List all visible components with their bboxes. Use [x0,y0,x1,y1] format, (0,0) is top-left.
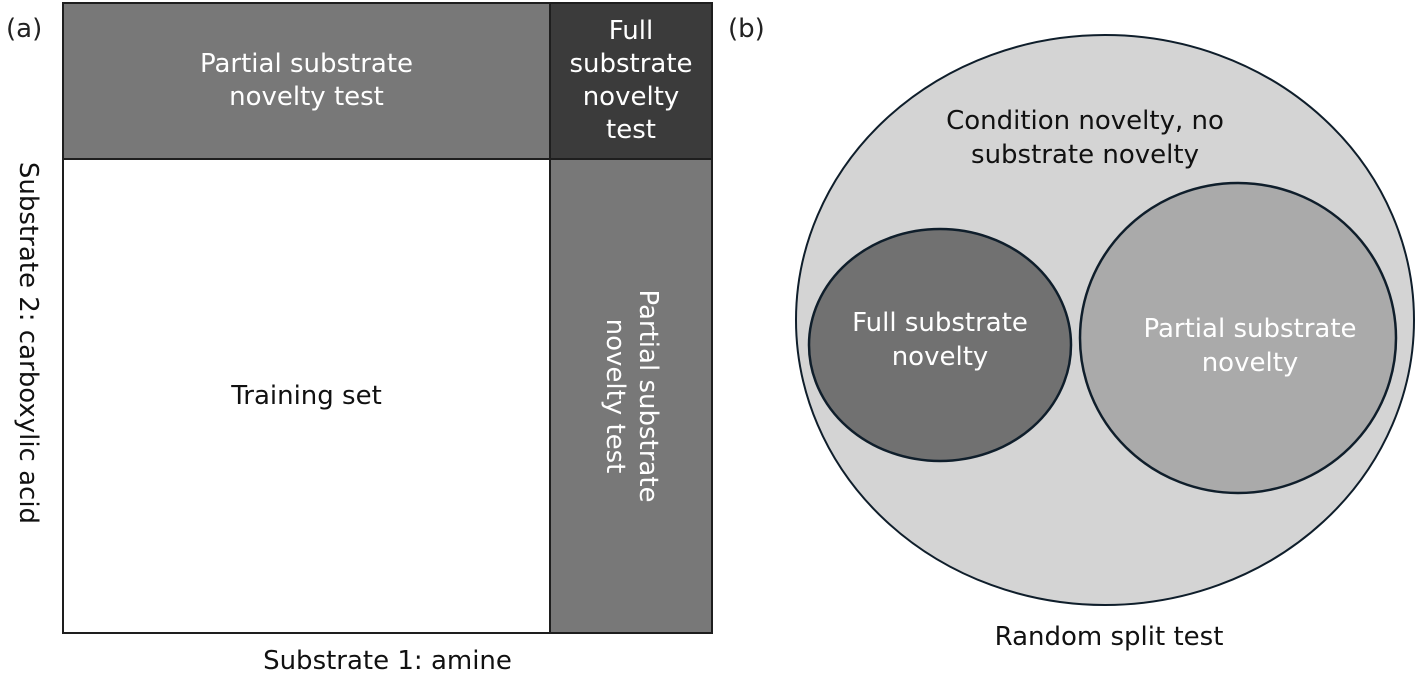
outer-line-1: Condition novelty, no [946,106,1224,136]
full-line-4: test [606,115,656,145]
full-venn-line-2: novelty [891,342,989,372]
full-line-1: Full [608,16,654,46]
full-venn-line-1: Full substrate [852,308,1028,338]
panel-a-label: (a) [6,14,43,44]
partial-venn-line-1: Partial substrate [1143,314,1357,344]
partial-venn-line-2: novelty [1201,348,1299,378]
partial-novelty-ellipse [1078,181,1398,495]
partial-novelty-right-cell: Partial substrate novelty test [551,160,711,632]
random-split-caption: Random split test [994,622,1224,652]
full-line-3: novelty [582,82,680,112]
split-grid: Partial substrate novelty test Full subs… [62,2,713,634]
outer-line-2: substrate novelty [971,140,1199,170]
x-axis-label: Substrate 1: amine [263,646,512,676]
partial-top-line-2: novelty test [229,82,384,112]
condition-novelty-label: Condition novelty, no substrate novelty [900,104,1270,172]
training-set-cell: Training set [64,160,551,632]
full-substrate-novelty-label: Full substrate novelty [820,306,1060,374]
full-novelty-ellipse [807,227,1073,463]
partial-top-line-1: Partial substrate [199,49,414,79]
partial-novelty-top-cell: Partial substrate novelty test [64,4,551,160]
full-novelty-cell: Full substrate novelty test [551,4,711,160]
full-line-2: substrate [569,49,693,79]
partial-substrate-novelty-label: Partial substrate novelty [1110,312,1390,380]
training-set-label: Training set [231,381,382,411]
panel-b-label: (b) [728,14,765,44]
